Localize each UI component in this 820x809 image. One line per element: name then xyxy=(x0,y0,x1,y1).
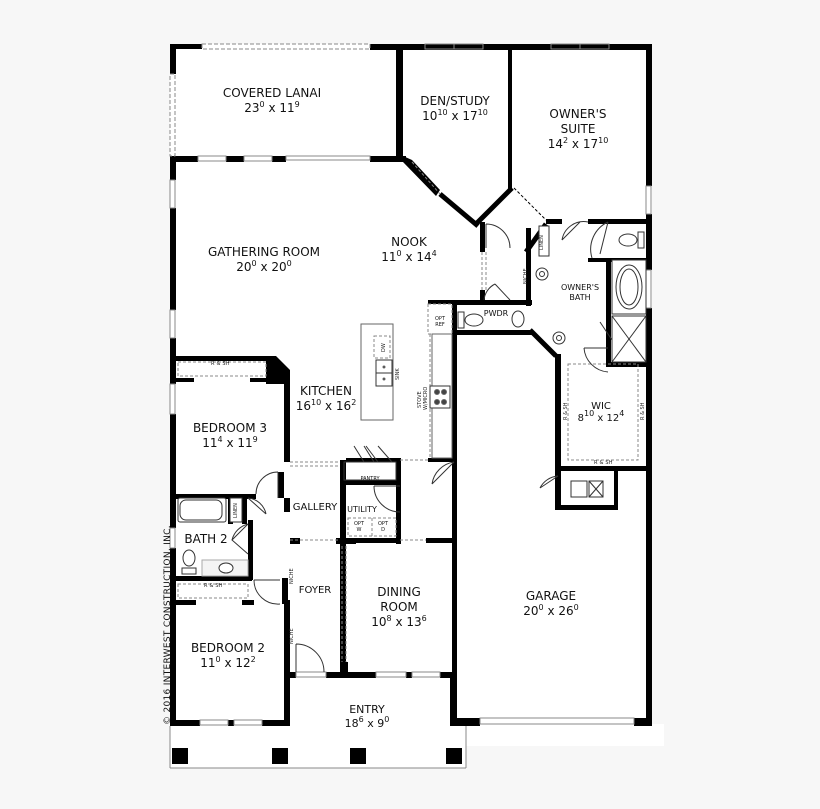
label-gallery: GALLERY xyxy=(292,502,338,513)
room-dining-room: DINING ROOM 108 x 136 xyxy=(371,585,426,630)
room-bedroom-3: BEDROOM 3 114 x 119 xyxy=(193,421,267,451)
kitchen-island xyxy=(360,323,394,421)
label-rsh-bath2: R & SH xyxy=(204,583,223,589)
room-name: BEDROOM 2 xyxy=(190,641,266,655)
room-nook: NOOK 110 x 144 xyxy=(381,235,436,265)
room-name: GARAGE xyxy=(525,589,577,603)
room-owners-suite: OWNER'S SUITE 142 x 1710 xyxy=(548,107,609,152)
label-rsh-wic-right: R & SH xyxy=(640,402,646,421)
room-name: OWNER'S xyxy=(549,107,607,121)
label-rsh-bedroom3: R & SH xyxy=(211,361,230,367)
kitchen-fixtures xyxy=(343,323,453,481)
label-linen-owners: LINEN xyxy=(539,235,545,250)
room-dims: 200 x 200 xyxy=(236,259,292,275)
label-sink: SINK xyxy=(395,368,401,380)
label-niche-owners: NICHE xyxy=(523,268,529,284)
opt-ref-line2: REF xyxy=(435,322,445,328)
exterior-walls xyxy=(170,44,652,764)
room-name: NOOK xyxy=(391,235,427,249)
room-name: WIC xyxy=(591,401,611,412)
label-rsh-wic-bottom: R & SH xyxy=(594,460,613,466)
opt-ref-line1: OPT xyxy=(434,316,446,322)
owners-bath-line1: OWNER'S xyxy=(560,283,600,292)
label-owners-bath: OWNER'S BATH xyxy=(561,283,599,303)
label-rsh-wic-left: R & SH xyxy=(563,402,569,421)
label-opt-d: OPT D xyxy=(378,521,388,533)
label-niche-foyer-1: NICHE xyxy=(289,568,295,584)
room-dims: 108 x 136 xyxy=(371,614,427,630)
room-dims: 230 x 119 xyxy=(244,100,300,116)
room-name: DEN/STUDY xyxy=(420,94,490,108)
room-dims: 200 x 260 xyxy=(523,603,579,619)
doors xyxy=(231,221,613,673)
room-name-2: SUITE xyxy=(560,122,596,136)
room-gathering-room: GATHERING ROOM 200 x 200 xyxy=(208,245,320,275)
opt-d-line2: D xyxy=(381,527,385,533)
label-pantry: PANTRY xyxy=(360,476,380,482)
room-wic: WIC 810 x 124 xyxy=(578,401,625,425)
room-kitchen: KITCHEN 1610 x 162 xyxy=(296,384,357,414)
room-name: ENTRY xyxy=(349,703,385,716)
room-name: DINING xyxy=(377,585,421,599)
room-name-2: ROOM xyxy=(380,600,418,614)
room-dims: 142 x 1710 xyxy=(547,136,609,152)
room-dims: 186 x 90 xyxy=(344,715,390,731)
label-pwdr: PWDR xyxy=(483,309,509,318)
room-name: GATHERING ROOM xyxy=(207,245,321,259)
label-stove-micro: W/MICRO xyxy=(423,386,429,410)
opt-w-line1: OPT xyxy=(353,521,365,527)
room-dims: 1010 x 1710 xyxy=(422,108,488,124)
room-dims: 110 x 144 xyxy=(381,249,437,265)
opt-d-line1: OPT xyxy=(377,521,389,527)
room-den-study: DEN/STUDY 1010 x 1710 xyxy=(420,94,490,124)
bath-fixtures xyxy=(177,225,647,577)
room-covered-lanai: COVERED LANAI 230 x 119 xyxy=(223,86,321,116)
room-dims: 1610 x 162 xyxy=(295,398,357,414)
copyright-notice: © 2016 INTERWEST CONSTRUCTION, INC. xyxy=(163,525,173,725)
label-opt-w: OPT W xyxy=(354,521,364,533)
label-foyer: FOYER xyxy=(298,585,332,596)
stove xyxy=(429,385,451,409)
interior-walls xyxy=(176,156,648,720)
dashed-lines xyxy=(177,252,639,662)
owners-bath-line2: BATH xyxy=(569,293,591,302)
label-opt-ref: OPT REF xyxy=(435,316,445,328)
room-dims: 114 x 119 xyxy=(202,435,258,451)
room-name: COVERED LANAI xyxy=(222,86,322,100)
label-bath-2: BATH 2 xyxy=(184,532,228,546)
label-utility: UTILITY xyxy=(347,505,377,514)
room-entry: ENTRY 186 x 90 xyxy=(345,703,390,731)
label-linen-bath2: LINEN xyxy=(233,503,239,518)
footprint xyxy=(170,44,664,768)
room-bedroom-2: BEDROOM 2 110 x 122 xyxy=(191,641,265,671)
label-niche-foyer-2: NICHE xyxy=(289,628,295,644)
room-name: BEDROOM 3 xyxy=(192,421,268,435)
room-garage: GARAGE 200 x 260 xyxy=(523,589,578,619)
room-name: KITCHEN xyxy=(299,384,352,398)
opt-w-line2: W xyxy=(356,527,362,533)
label-dw: DW xyxy=(381,343,387,352)
room-dims: 810 x 124 xyxy=(577,409,625,425)
room-dims: 110 x 122 xyxy=(200,655,256,671)
